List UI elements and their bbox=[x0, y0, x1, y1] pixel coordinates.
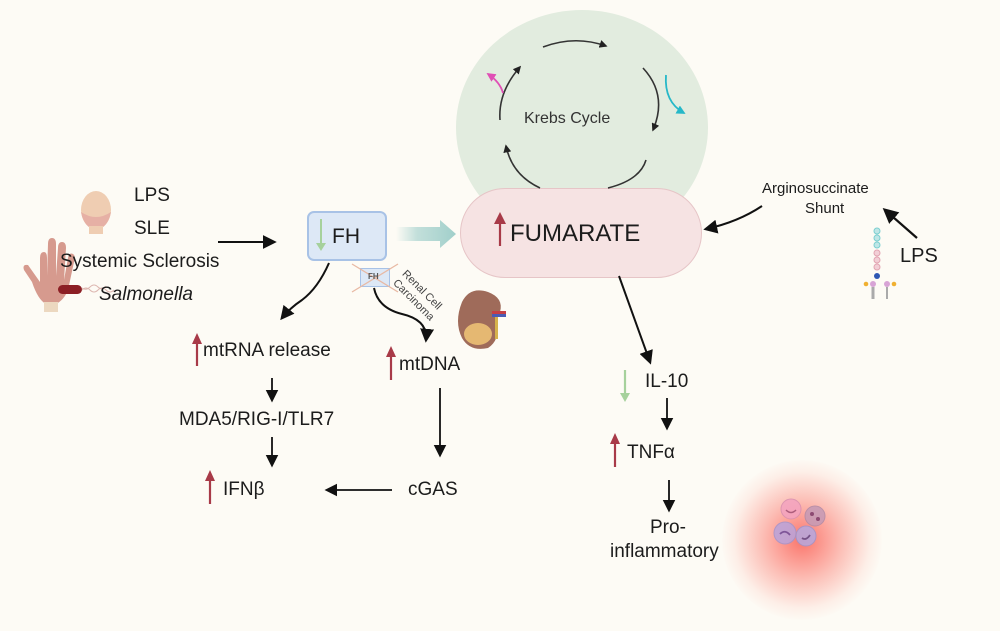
arrow-fh-to-fumarate bbox=[396, 220, 456, 248]
krebs-cycle-label: Krebs Cycle bbox=[524, 110, 611, 127]
fh-deleted-label: FH bbox=[368, 272, 379, 281]
salmonella-bacterium-icon bbox=[58, 284, 115, 294]
arrow-fh-to-mtrna bbox=[280, 262, 330, 321]
up-arrows bbox=[192, 212, 620, 504]
il10-down-arrow-icon bbox=[620, 370, 630, 402]
head-face-icon bbox=[81, 191, 111, 234]
arrow-fumarate-to-il10 bbox=[618, 275, 653, 365]
kidney-icon bbox=[458, 290, 506, 349]
cgas-label: cGAS bbox=[408, 479, 458, 500]
sensors-label: MDA5/RIG-I/TLR7 bbox=[179, 409, 335, 430]
fh-deletion-cross-icon bbox=[351, 263, 399, 293]
lps-molecule-icon bbox=[863, 227, 897, 299]
trigger-lps: LPS bbox=[134, 185, 170, 206]
immune-cells-icon bbox=[773, 498, 826, 547]
trigger-sle: SLE bbox=[134, 218, 170, 239]
krebs-branch-magenta bbox=[486, 73, 504, 94]
arrow-shunt-to-fumarate bbox=[703, 205, 763, 234]
hand-icon bbox=[23, 238, 75, 312]
shunt-label-line2: Shunt bbox=[805, 200, 845, 217]
tnfa-label: TNFα bbox=[627, 442, 675, 463]
trigger-systemic-sclerosis: Systemic Sclerosis bbox=[60, 251, 220, 272]
arrow-fhdel-to-mtdna bbox=[373, 287, 435, 343]
krebs-arc-top bbox=[542, 39, 608, 48]
outcome-label-line1: Pro- bbox=[650, 517, 686, 538]
mtdna-up-arrow-icon bbox=[386, 346, 396, 380]
ifnb-up-arrow-icon bbox=[205, 470, 215, 504]
krebs-cycle-arrows bbox=[499, 39, 660, 189]
fumarate-up-arrow-icon bbox=[494, 212, 506, 246]
mtrna-label: mtRNA release bbox=[203, 340, 331, 361]
fh-label: FH bbox=[332, 225, 360, 248]
krebs-arc-left bbox=[499, 65, 522, 121]
mtrna-up-arrow-icon bbox=[192, 333, 202, 366]
outcome-label-line2: inflammatory bbox=[610, 541, 719, 562]
shunt-label-line1: Arginosuccinate bbox=[762, 180, 869, 197]
krebs-branch-cyan bbox=[664, 74, 686, 114]
il10-label: IL-10 bbox=[645, 371, 689, 392]
krebs-arc-bottom-left bbox=[503, 144, 541, 189]
trigger-salmonella: Salmonella bbox=[99, 284, 193, 305]
ifnb-label: IFNβ bbox=[223, 479, 265, 500]
lps-right-label: LPS bbox=[900, 245, 938, 267]
krebs-arc-bottom-right bbox=[607, 159, 647, 189]
mtdna-label: mtDNA bbox=[399, 354, 461, 375]
arrow-lps-to-shunt bbox=[882, 207, 918, 239]
fumarate-label: FUMARATE bbox=[510, 220, 641, 247]
tnfa-up-arrow-icon bbox=[610, 433, 620, 467]
krebs-arc-right bbox=[642, 67, 660, 132]
